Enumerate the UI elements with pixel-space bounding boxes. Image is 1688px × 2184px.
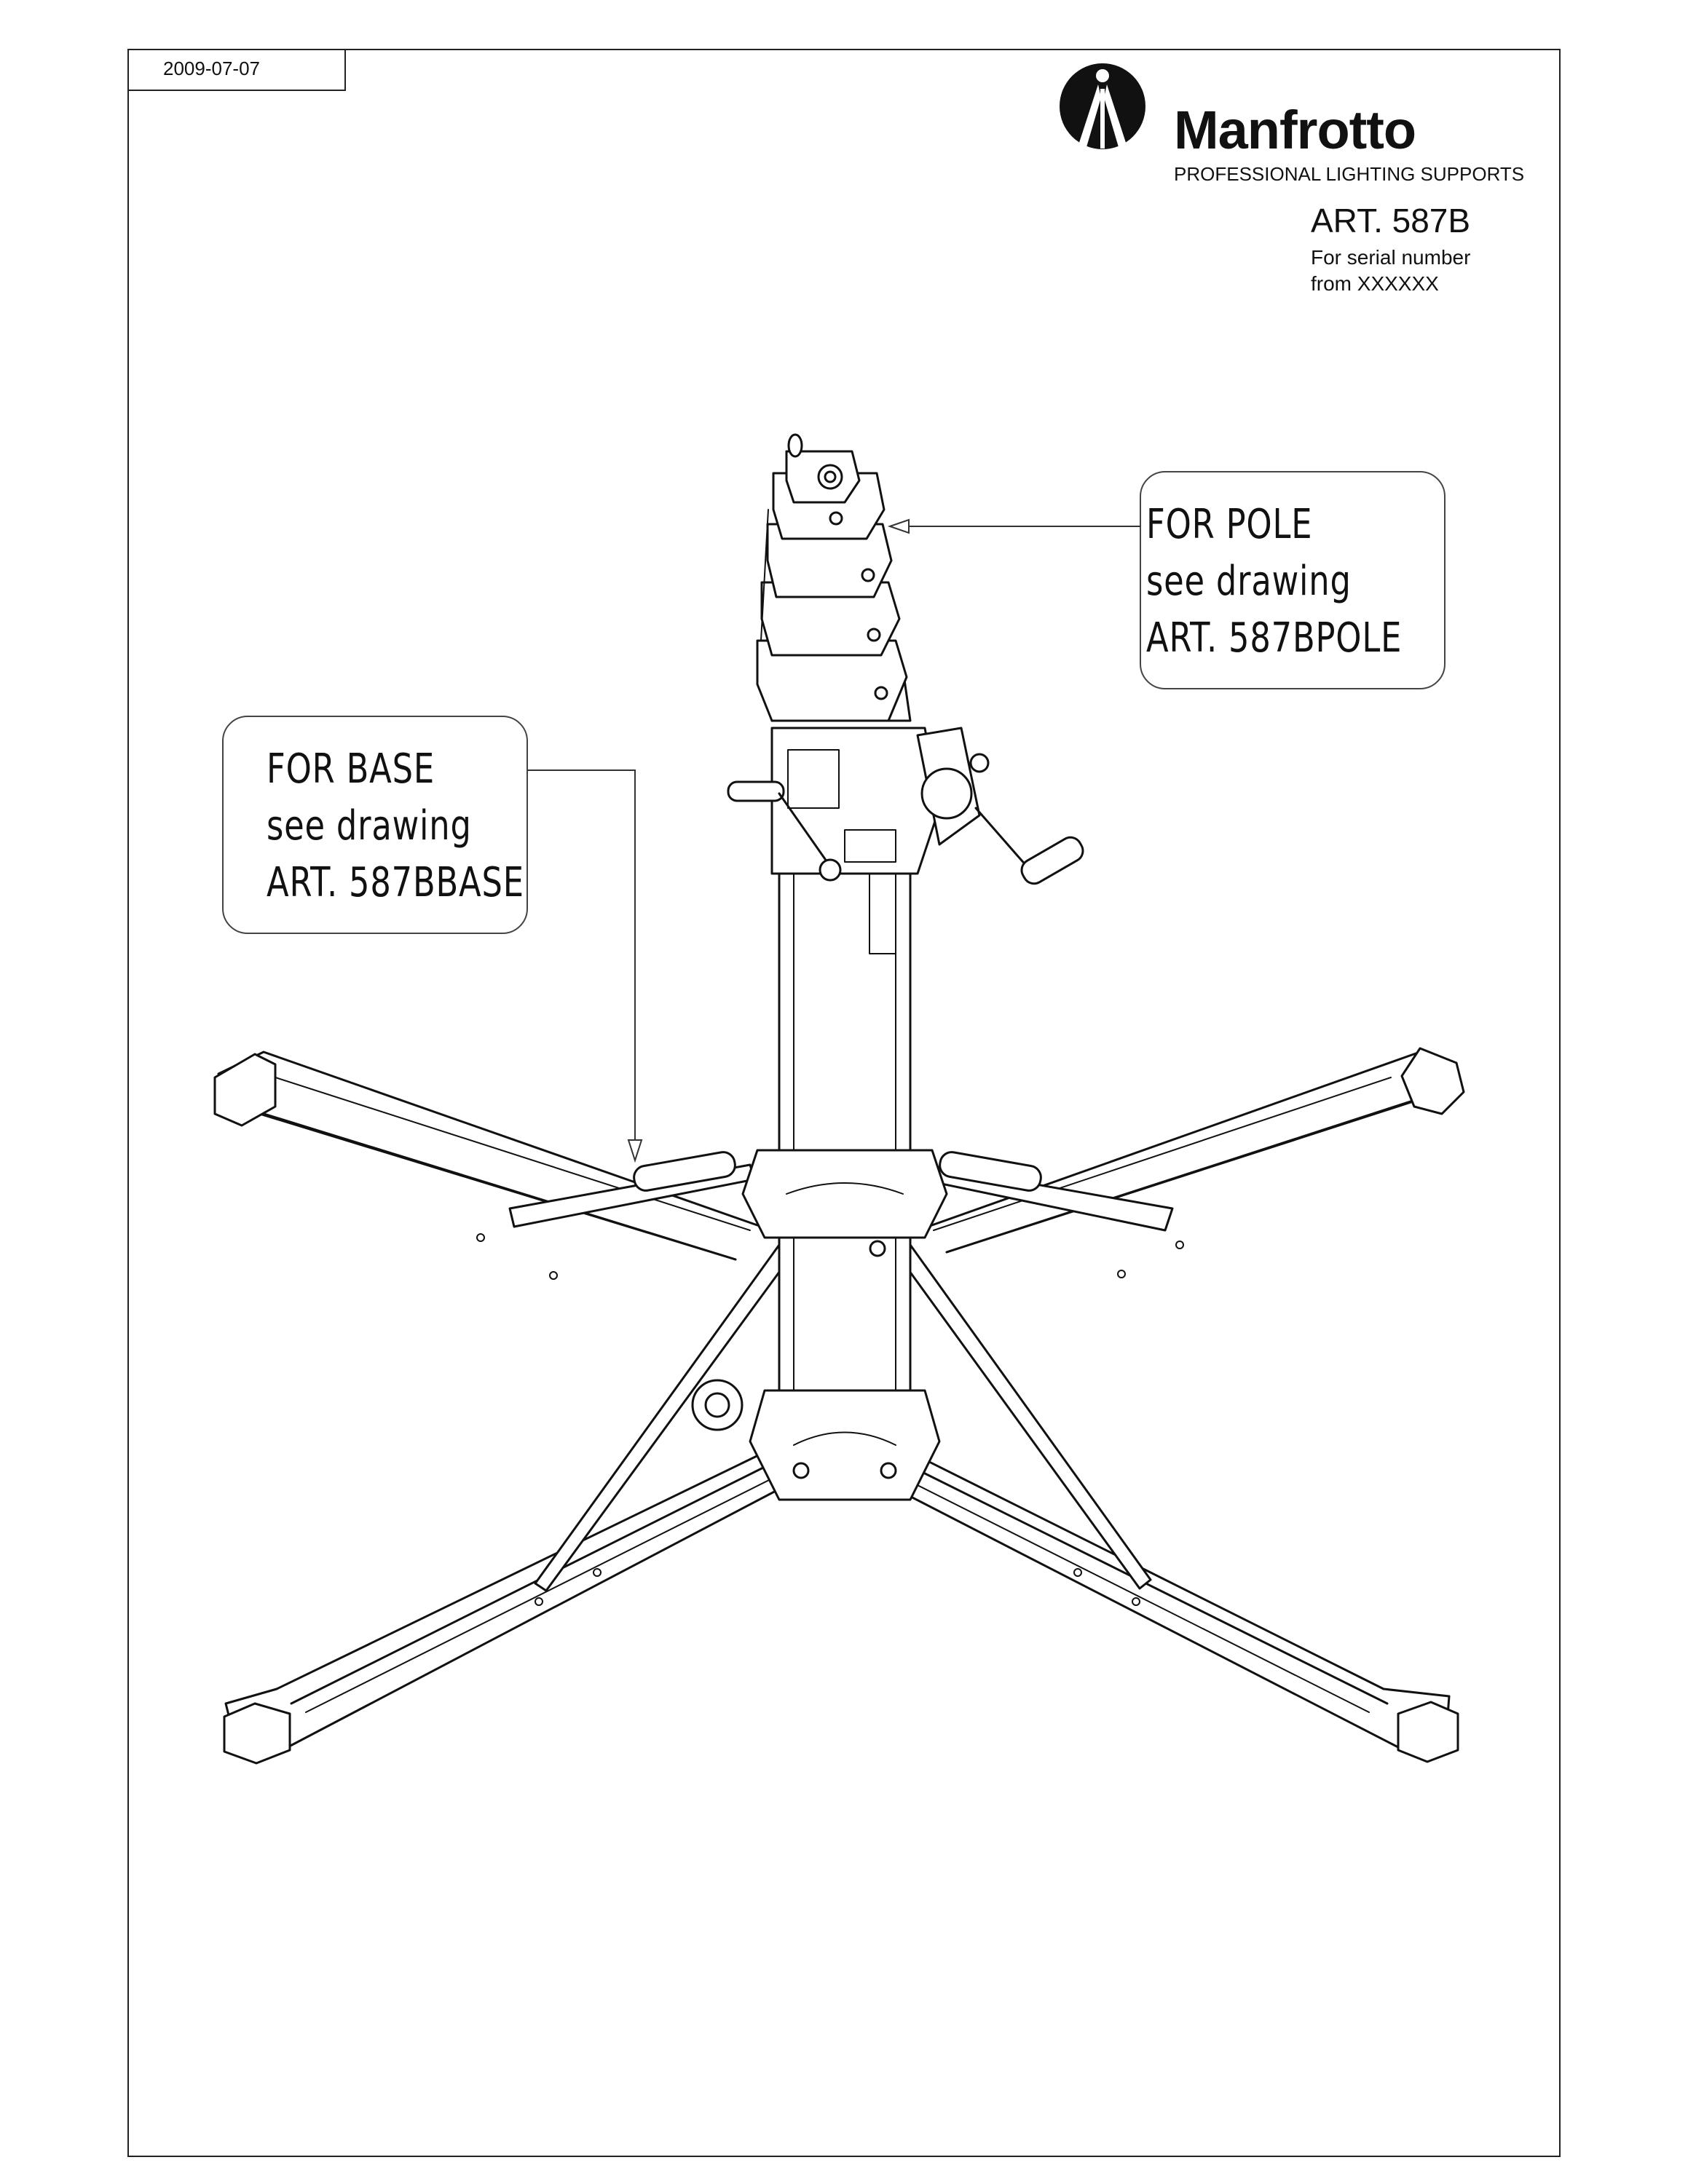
base-callout-line3: ART. 587BBASE	[267, 859, 524, 906]
base-callout-line2: see drawing	[267, 802, 472, 850]
crank-handles	[727, 753, 1084, 885]
pole-callout-box	[1140, 471, 1446, 689]
winch-housing	[770, 727, 981, 875]
pole-leader-line	[887, 518, 1140, 534]
column-collars	[691, 1149, 948, 1501]
brand-tagline: PROFESSIONAL LIGHTING SUPPORTS	[1174, 163, 1525, 185]
telescopic-pole	[756, 433, 912, 722]
base-leader-line	[527, 769, 643, 1163]
leg-holes	[476, 1233, 1184, 1606]
date-box	[127, 49, 346, 91]
pole-callout-line1: FOR POLE	[1146, 501, 1313, 548]
serial-note-line1: For serial number	[1311, 246, 1471, 269]
foot-pads	[213, 1047, 1465, 1765]
pole-callout-line3: ART. 587BPOLE	[1146, 614, 1403, 662]
manfrotto-tripod-logo-icon	[1060, 63, 1145, 149]
base-callout-box	[222, 716, 528, 934]
brand-name: Manfrotto	[1174, 100, 1416, 160]
spreader-arms	[508, 1151, 1174, 1232]
serial-note-line2: from XXXXXX	[1311, 272, 1439, 295]
pole-callout-line2: see drawing	[1146, 558, 1352, 605]
light-stand-illustration	[213, 433, 1465, 1765]
date-label: 2009-07-07	[163, 58, 260, 79]
base-callout-line1: FOR BASE	[267, 745, 435, 793]
sheet-border	[127, 49, 1561, 2157]
article-number: ART. 587B	[1311, 202, 1471, 240]
